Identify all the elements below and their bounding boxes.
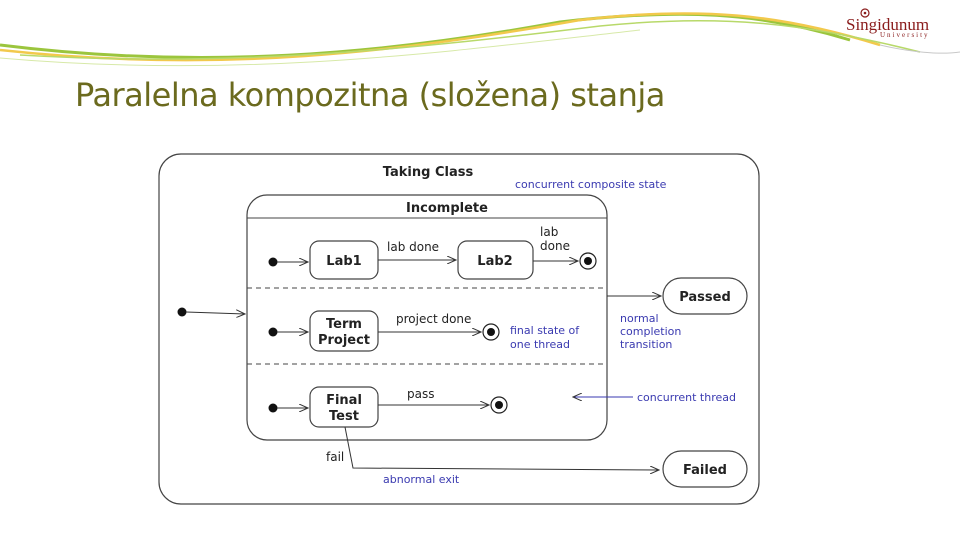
term-project-label-2: Project <box>318 333 370 348</box>
normal-transition-annotation-1: normal <box>620 312 659 325</box>
brand-sub: University <box>880 31 930 39</box>
concurrent-thread-annotation: concurrent thread <box>637 391 736 404</box>
slide-title: Paralelna kompozitna (složena) stanja <box>75 76 665 114</box>
initial-state-project <box>268 327 278 337</box>
lab-done2-label-1: lab <box>540 225 558 239</box>
final-test-label-1: Final <box>326 393 362 408</box>
initial-state-test <box>268 403 278 413</box>
incomplete-label: Incomplete <box>406 201 488 216</box>
final-test-state <box>309 386 379 428</box>
project-done-label: project done <box>396 312 471 326</box>
fail-label: fail <box>326 450 344 464</box>
concurrent-composite-annotation: concurrent composite state <box>515 178 667 191</box>
normal-transition-annotation-3: transition <box>620 338 672 351</box>
state-diagram: Taking Class concurrent composite state … <box>158 153 760 505</box>
initial-state-lab <box>268 257 278 267</box>
taking-class-label: Taking Class <box>383 165 474 180</box>
lab2-state <box>457 240 534 280</box>
header-swoosh <box>0 12 960 67</box>
passed-state <box>662 277 748 315</box>
term-project-state <box>309 310 379 352</box>
lab-done2-label-2: done <box>540 239 570 253</box>
abnormal-exit-annotation: abnormal exit <box>383 473 460 486</box>
final-test-label-2: Test <box>329 409 359 424</box>
failed-state <box>662 450 748 488</box>
lab2-label: Lab2 <box>477 254 512 269</box>
failed-label: Failed <box>683 463 727 478</box>
term-project-label-1: Term <box>326 317 362 332</box>
passed-label: Passed <box>679 290 731 305</box>
final-state-annotation-2: one thread <box>510 338 570 351</box>
university-logo <box>860 8 870 18</box>
final-state-annotation-1: final state of <box>510 324 580 337</box>
pass-label: pass <box>407 387 434 401</box>
brand-name: Singidunum <box>846 15 930 34</box>
lab-done-label: lab done <box>387 240 439 254</box>
lab1-label: Lab1 <box>326 254 361 269</box>
normal-transition-annotation-2: completion <box>620 325 681 338</box>
initial-state-outer <box>177 307 187 317</box>
